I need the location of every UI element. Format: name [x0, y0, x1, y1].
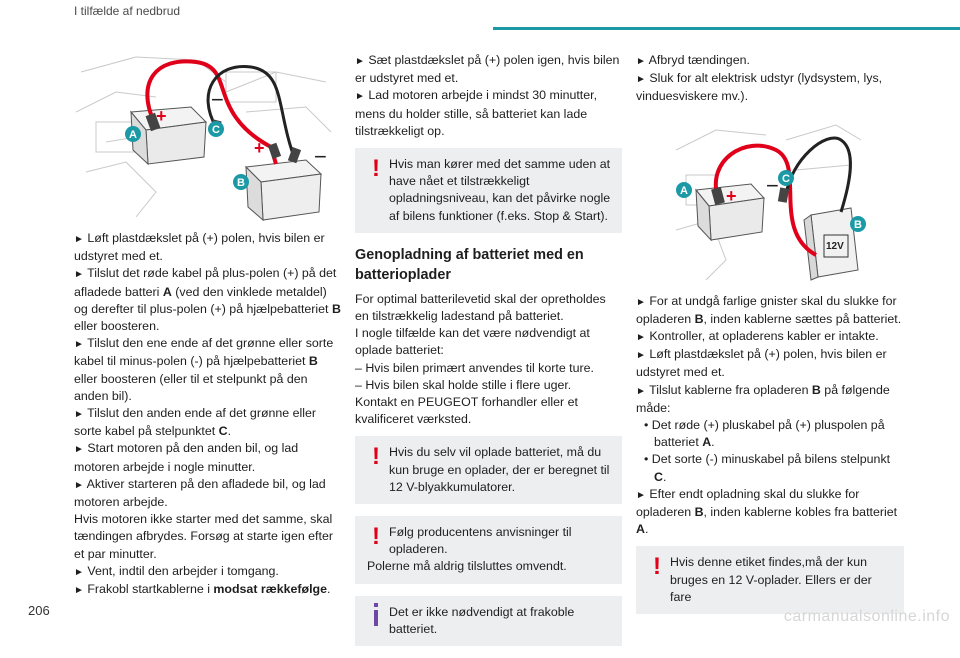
column-3: ► Afbryd tændingen. ► Sluk for alt elekt…	[636, 52, 904, 626]
step-check-cables: ► Kontroller, at opladerens kabler er in…	[636, 329, 879, 344]
fig1-label-c: C	[212, 124, 220, 136]
step-lift-cover-2: ► Løft plastdækslet på (+) polen, hvis b…	[636, 347, 887, 380]
fig2-voltage: 12V	[826, 241, 844, 252]
step-connect-red: ► Tilslut det røde kabel på plus-polen (…	[74, 266, 341, 334]
fig2-label-c: C	[782, 173, 790, 185]
page-number: 206	[28, 603, 50, 618]
bullet-red-cable: • Det røde (+) pluskabel på (+) pluspole…	[644, 418, 885, 450]
fig1-label-a: A	[129, 129, 137, 141]
fig1-label-b: B	[237, 177, 245, 189]
info-icon	[367, 604, 385, 626]
warning-icon: !	[372, 443, 380, 471]
fig1-minus-2: −	[314, 144, 327, 169]
column-1: + − + − A C B ► Løft plastdækslet på (+)…	[74, 52, 342, 599]
step-refit-cover: ► Sæt plastdækslet på (+) polen igen, hv…	[355, 53, 620, 86]
para-battery-life: For optimal batterilevetid skal der opre…	[355, 291, 606, 324]
step-after-charging: ► Efter endt opladning skal du slukke fo…	[636, 486, 898, 537]
step-retry: Hvis motoren ikke starter med det samme,…	[74, 512, 333, 561]
fig2-label-b: B	[854, 219, 862, 231]
para-charging-needed: I nogle tilfælde kan det være nødvendigt…	[355, 326, 590, 358]
para-parked: – Hvis bilen skal holde stille i flere u…	[355, 377, 572, 392]
fig1-plus-2: +	[254, 138, 265, 158]
charger-illustration: + − 12V A C B	[676, 119, 866, 285]
fig2-plus: +	[726, 186, 737, 206]
battery-a	[130, 106, 208, 166]
warning-icon: !	[653, 553, 661, 581]
step-ignition-off: ► Afbryd tændingen.	[636, 53, 750, 67]
step-connect-charger: ► Tilslut kablerne fra opladeren B på fø…	[636, 382, 890, 415]
para-short-trips: – Hvis bilen primært anvendes til korte …	[355, 360, 594, 375]
charger-b	[803, 207, 859, 281]
warning-icon: !	[372, 155, 380, 183]
step-disconnect: ► Frakobl startkablerne i modsat rækkefø…	[74, 582, 331, 597]
warning-icon: !	[372, 523, 380, 551]
column-2: ► Sæt plastdækslet på (+) polen igen, hv…	[355, 52, 622, 658]
warning-box-charge-level: ! Hvis man kører med det samme uden at h…	[355, 148, 622, 233]
step-activate-starter: ► Aktiver starteren på den afladede bil,…	[74, 476, 326, 510]
warning-box-12v-label: ! Hvis denne etiket findes,må der kun br…	[636, 546, 904, 615]
step-wait-idle: ► Vent, indtil den arbejder i tomgang.	[74, 563, 279, 578]
fig2-minus: −	[766, 173, 779, 198]
step-connect-black: ► Tilslut den ene ende af det grønne ell…	[74, 336, 334, 403]
watermark: carmanualsonline.info	[783, 608, 950, 625]
jump-start-illustration: + − + − A C B	[76, 52, 338, 222]
step-electrical-off: ► Sluk for alt elektrisk udstyr (lydsyst…	[636, 71, 883, 104]
warning-box-manufacturer: ! Følg producentens anvisninger til opla…	[355, 516, 622, 584]
bullet-black-cable: • Det sorte (-) minuskabel på bilens ste…	[644, 452, 891, 484]
section-heading: Genopladning af batteriet med en batteri…	[355, 246, 584, 283]
step-lift-cover: ► Løft plastdækslet på (+) polen, hvis b…	[74, 231, 325, 264]
fig2-label-a: A	[680, 185, 688, 197]
fig1-plus-1: +	[156, 106, 167, 126]
fig1-minus-1: −	[211, 87, 224, 112]
info-box-disconnect: Det er ikke nødvendigt at frakoble batte…	[355, 595, 622, 647]
step-run-engine: ► Lad motoren arbejde i mindst 30 minutt…	[355, 88, 598, 138]
warning-box-charger-type: ! Hvis du selv vil oplade batteriet, må …	[355, 436, 622, 505]
step-start-other: ► Start motoren på den anden bil, og lad…	[74, 441, 299, 474]
step-charger-off: ► For at undgå farlige gnister skal du s…	[636, 293, 902, 326]
para-contact-dealer: Kontakt en PEUGEOT forhandler eller et k…	[355, 395, 578, 427]
step-connect-ground: ► Tilslut den anden ende af det grønne e…	[74, 406, 317, 439]
page-header-title: I tilfælde af nedbrud	[74, 4, 181, 18]
battery-b	[244, 159, 323, 222]
header-accent-bar	[493, 27, 960, 30]
